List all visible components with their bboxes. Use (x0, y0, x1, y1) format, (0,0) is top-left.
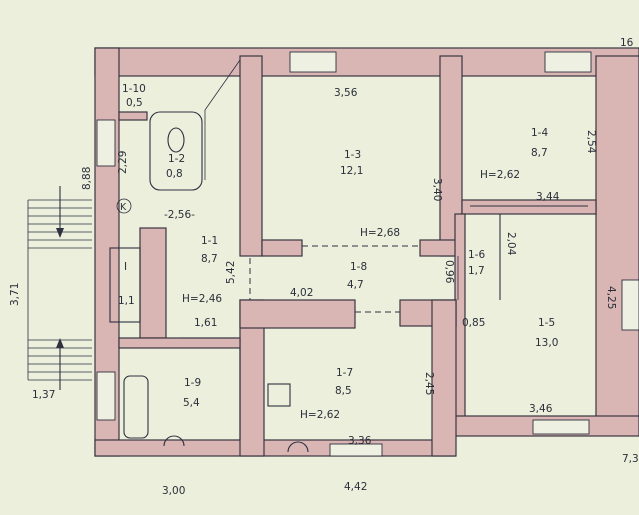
wall-right (595, 55, 639, 427)
height-label-1: H=2,68 (360, 227, 400, 239)
dim-label-3-00: 3,00 (162, 485, 185, 497)
dim-label-2-29: 2,29 (117, 151, 129, 174)
dim-label-4-02: 4,02 (290, 287, 313, 299)
dim-label-5-42: 5,42 (225, 261, 237, 284)
dim-label-3-40: 3,40 (431, 178, 443, 201)
room-label-1-6: 1-6 (468, 249, 485, 261)
dim-label-2-04: 2,04 (505, 232, 517, 256)
level-marker: -2,56- (164, 209, 195, 221)
dim-label-3-46: 3,46 (529, 403, 553, 415)
wall-v-5 (431, 299, 457, 457)
room-label-1-8: 1-8 (350, 261, 367, 273)
height-label-4: H=2,46 (182, 293, 222, 305)
stair-hatch (204, 59, 241, 111)
vertical-dimension-labels: 3,40 2,54 2,04 4,25 0,96 2,45 2,29 8,88 … (9, 130, 617, 395)
room-area-1-6: 1,7 (468, 265, 485, 277)
kitchen-sink-icon (287, 441, 309, 453)
stair-i-box (109, 247, 141, 323)
wall-v-1 (239, 55, 263, 257)
room-area-1-10: 0,5 (126, 97, 143, 109)
k-symbol: K (120, 202, 127, 213)
room-label-1-5: 1-5 (538, 317, 555, 329)
room-label-1-2: 1-2 (168, 153, 185, 165)
bathtub-icon (123, 375, 149, 439)
room-area-1-9: 5,4 (183, 397, 200, 409)
window-left-1 (96, 119, 116, 167)
room-label-stair: I (124, 261, 127, 273)
wall-1-10 (118, 111, 148, 121)
dim-label-4-25: 4,25 (605, 286, 617, 309)
dim-label-1-61: 1,61 (194, 317, 217, 329)
room-area-1-4: 8,7 (531, 147, 548, 159)
dim-label-3-56: 3,56 (334, 87, 358, 99)
room-area-1-1: 8,7 (201, 253, 218, 265)
dim-label-3-36: 3,36 (348, 435, 372, 447)
height-label-3: H=2,62 (300, 409, 340, 421)
dim-label-0-85: 0,85 (462, 317, 485, 329)
dim-label-3-71: 3,71 (9, 283, 21, 306)
dim-label-2-45: 2,45 (423, 372, 435, 395)
height-labels: H=2,68 H=2,62 H=2,62 H=2,46 (182, 169, 520, 421)
dim-label-1-37: 1,37 (32, 389, 55, 401)
room-label-1-4: 1-4 (531, 127, 548, 139)
room-label-1-3: 1-3 (344, 149, 361, 161)
exterior-stair (27, 186, 92, 390)
k-symbol-circle (116, 198, 132, 214)
dim-label-16: 16 (620, 37, 634, 49)
wall-h-7 (118, 337, 241, 349)
window-left-2 (96, 371, 116, 421)
window-bottom-1 (329, 443, 383, 457)
room-area-1-8: 4,7 (347, 279, 364, 291)
dim-label-0-96: 0,96 (443, 260, 455, 284)
room-area-1-5: 13,0 (535, 337, 558, 349)
window-right (621, 279, 639, 331)
interior-lines (180, 59, 588, 440)
room-labels: 1-10 0,5 1-2 0,8 1-3 12,1 1-4 8,7 1-1 8,… (118, 83, 558, 409)
dim-label-3-44: 3,44 (536, 191, 560, 203)
room-label-1-7: 1-7 (336, 367, 353, 379)
wall-h-1 (261, 239, 303, 257)
stove-icon (267, 383, 291, 407)
room-area-1-7: 8,5 (335, 385, 352, 397)
height-label-2: H=2,62 (480, 169, 520, 181)
window-bottom-2 (532, 419, 590, 435)
dimension-labels: 3,56 3,44 0,85 3,46 7,3 16 4,02 1,61 3,3… (32, 37, 639, 497)
room-area-1-2: 0,8 (166, 168, 183, 180)
window-top-2 (544, 51, 592, 73)
room-label-1-10: 1-10 (122, 83, 146, 95)
sink-icon (163, 435, 185, 447)
toilet-room-outline (149, 111, 203, 191)
walls (94, 47, 639, 457)
room-area-1-3: 12,1 (340, 165, 363, 177)
wall-stair-1 (139, 227, 167, 339)
wall-h-2 (419, 239, 461, 257)
dim-label-2-54: 2,54 (585, 130, 597, 154)
dim-label-8-88: 8,88 (81, 167, 93, 190)
wall-bottom (94, 439, 456, 457)
fixtures (109, 111, 309, 453)
toilet-icon (167, 127, 185, 153)
window-top-1 (289, 51, 337, 73)
room-label-1-1: 1-1 (201, 235, 218, 247)
wall-h-3 (461, 199, 597, 215)
wall-h-5 (239, 299, 356, 329)
room-label-1-9: 1-9 (184, 377, 201, 389)
dim-label-4-42: 4,42 (344, 481, 367, 493)
dim-label-7-3: 7,3 (622, 453, 639, 465)
windows (96, 51, 639, 457)
room-area-stair: 1,1 (118, 295, 135, 307)
